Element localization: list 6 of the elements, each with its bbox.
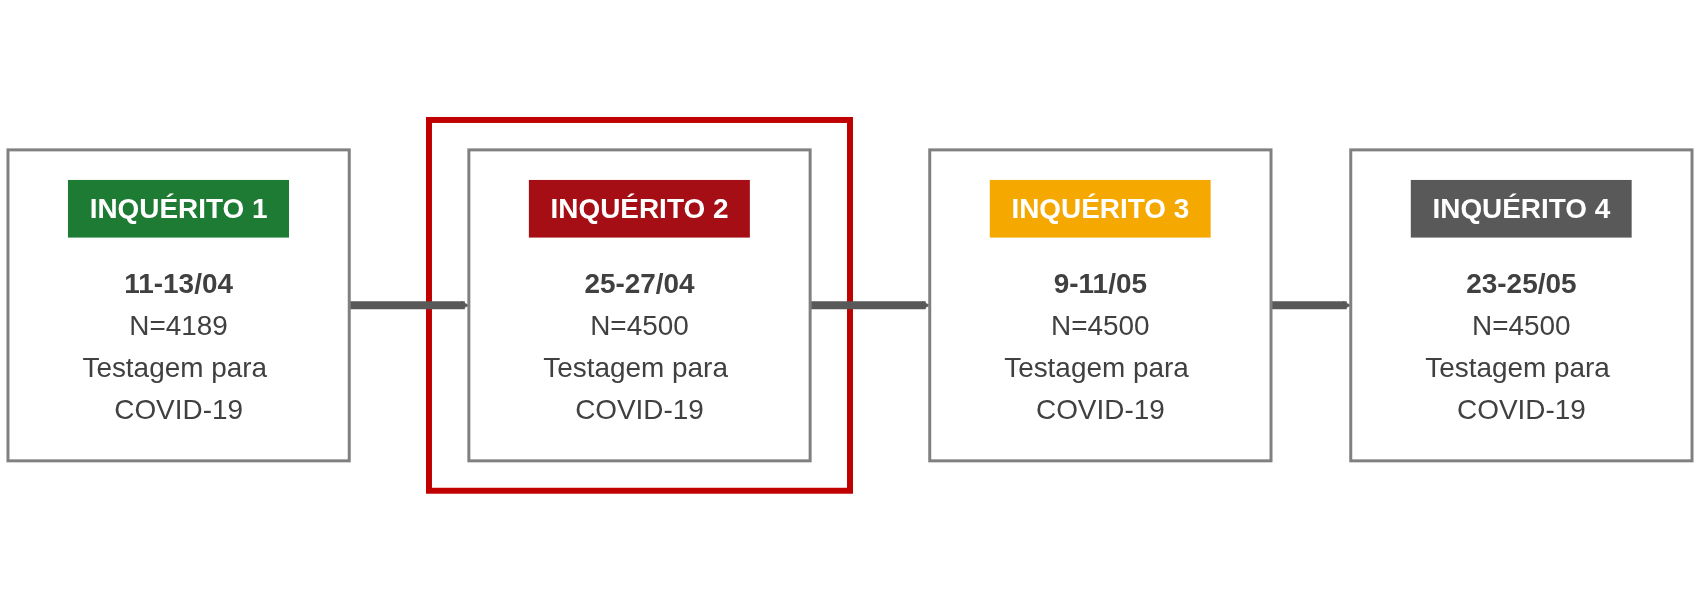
node-box: INQUÉRITO 1 11-13/04 N=4189 Testagem para COVID-19 xyxy=(6,148,351,463)
node-box: INQUÉRITO 4 23-25/05 N=4500 Testagem para COVID-19 xyxy=(1349,148,1694,463)
node-box: INQUÉRITO 3 9-11/05 N=4500 Testagem para COVID-19 xyxy=(928,148,1273,463)
arrow xyxy=(1271,301,1352,310)
cluster xyxy=(426,117,853,494)
node-box: INQUÉRITO 2 25-27/04 N=4500 Testagem para COVID-19 xyxy=(467,148,812,463)
